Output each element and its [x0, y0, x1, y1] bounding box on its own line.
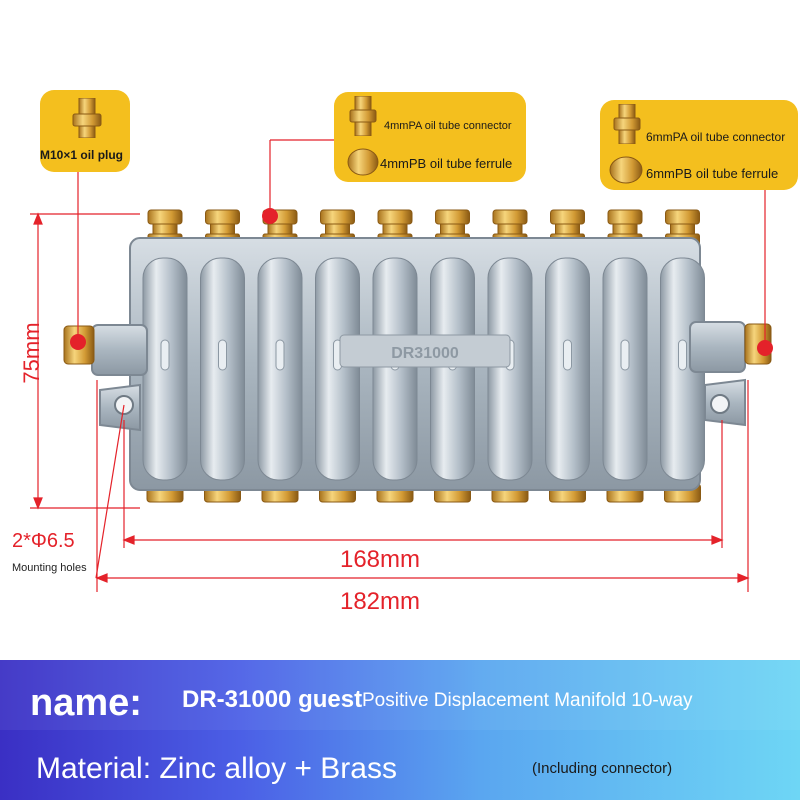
- material-text: Material: Zinc alloy + Brass: [36, 752, 397, 785]
- mounting-holes-label: Mounting holes: [12, 562, 87, 574]
- cylinder: [430, 257, 475, 481]
- connector-6mm-icon: [613, 104, 641, 144]
- cylinder: [372, 257, 418, 481]
- ferrule-4mm-label: 4mmPB oil tube ferrule: [380, 156, 513, 171]
- cylinder: [315, 257, 360, 481]
- model-name: DR-31000 guest: [182, 686, 363, 713]
- product-diagram: DR31000: [12, 90, 798, 615]
- cylinder: [487, 257, 533, 481]
- engraving-text: DR31000: [391, 345, 459, 362]
- callout-4mm: 4mmPA oil tube connector 4mmPB oil tube …: [334, 92, 526, 182]
- cylinder: [142, 257, 188, 481]
- product-info-banner: name: DR-31000 guest Positive Displaceme…: [0, 660, 800, 800]
- height-dimension-label: 75mm: [19, 322, 44, 384]
- product-description: Positive Displacement Manifold 10-way: [362, 690, 693, 711]
- connector-note: (Including connector): [532, 760, 673, 777]
- callout-oil-plug: M10×1 oil plug: [40, 90, 130, 172]
- oil-plug-label: M10×1 oil plug: [40, 148, 124, 162]
- mounting-holes-spec: 2*Φ6.5: [12, 530, 75, 552]
- overall-length-label: 182mm: [339, 588, 421, 615]
- name-label: name:: [30, 682, 142, 724]
- cylinder: [257, 257, 303, 481]
- hole-spacing-label: 168mm: [339, 546, 421, 573]
- oil-plug-icon: [72, 98, 102, 138]
- ferrule-6mm-icon: [609, 156, 643, 184]
- connector-4mm-label: 4mmPA oil tube connector: [384, 120, 512, 132]
- manifold-illustration: DR31000: [30, 139, 773, 592]
- connector-6mm-label: 6mmPA oil tube connector: [646, 130, 786, 144]
- engraved-plate: DR31000: [339, 334, 511, 368]
- dimension-lines: [30, 139, 766, 592]
- ferrule-4mm-icon: [347, 148, 379, 176]
- connector-4mm-icon: [349, 96, 377, 136]
- cylinder: [200, 257, 245, 481]
- callout-markers: [70, 208, 773, 356]
- ferrule-6mm-label: 6mmPB oil tube ferrule: [646, 166, 779, 181]
- right-mounting-hole: [710, 394, 730, 414]
- callout-6mm: 6mmPA oil tube connector 6mmPB oil tube …: [600, 100, 798, 190]
- cylinder: [602, 257, 648, 481]
- cylinder: [545, 257, 590, 481]
